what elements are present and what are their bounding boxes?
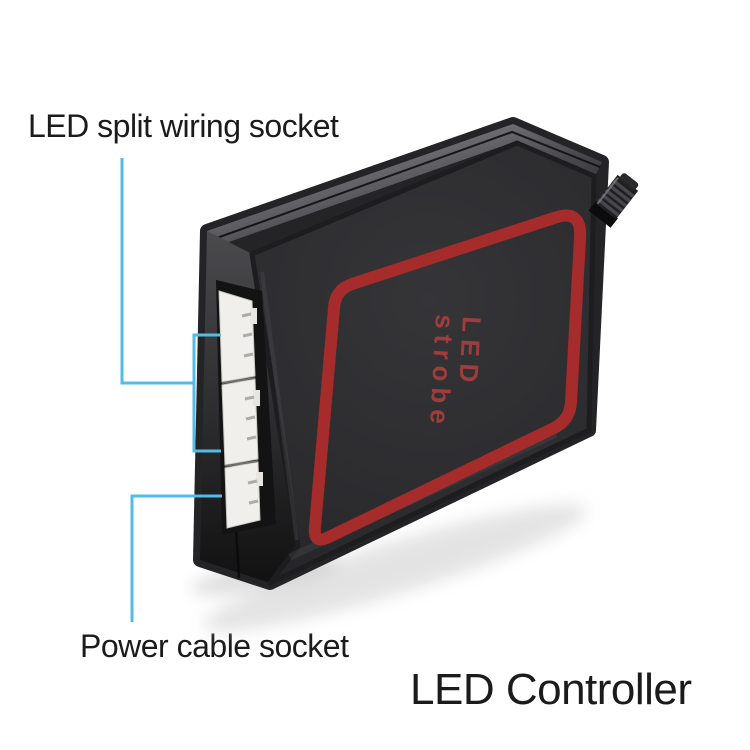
callout-split-wiring-bracket bbox=[192, 333, 221, 453]
led-strobe-print: LED strobe bbox=[424, 314, 487, 431]
socket-recess bbox=[216, 280, 276, 535]
split-wiring-connector-2 bbox=[221, 378, 259, 466]
connector-tab bbox=[253, 390, 260, 406]
connector-tab bbox=[256, 472, 263, 486]
threaded-connector bbox=[588, 173, 639, 228]
print-line-2: strobe bbox=[424, 314, 460, 431]
connector-tab bbox=[250, 308, 257, 324]
device-top-face bbox=[249, 140, 597, 586]
power-connector bbox=[224, 461, 261, 529]
callout-split-wiring-line bbox=[120, 158, 193, 385]
case-seam-line bbox=[213, 130, 601, 240]
callout-power-line bbox=[130, 494, 222, 622]
device-top-bevel bbox=[207, 124, 602, 243]
connector-pins bbox=[241, 312, 259, 505]
split-wiring-socket-label: LED split wiring socket bbox=[28, 108, 339, 144]
face-edge-highlight bbox=[260, 271, 299, 541]
power-cable-socket-label: Power cable socket bbox=[80, 628, 349, 664]
page-title: LED Controller bbox=[410, 665, 692, 714]
split-wiring-connector-1 bbox=[218, 290, 256, 383]
left-face-mold-seam bbox=[234, 527, 241, 579]
callouts bbox=[120, 158, 222, 622]
print-line-1: LED bbox=[453, 316, 487, 390]
red-border-stripe bbox=[308, 209, 587, 546]
